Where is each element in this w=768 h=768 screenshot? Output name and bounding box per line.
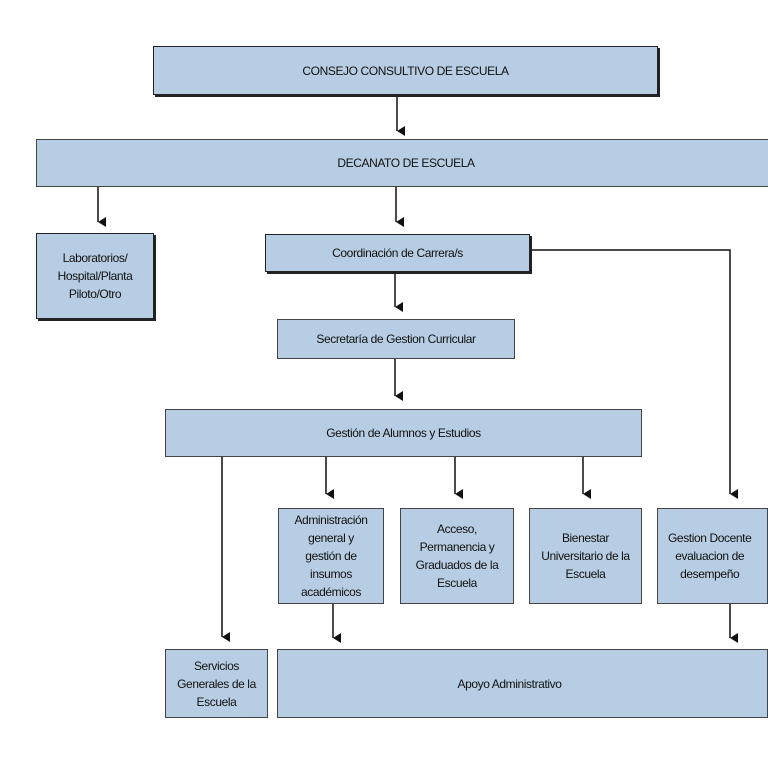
node-consejo: CONSEJO CONSULTIVO DE ESCUELA: [153, 46, 658, 95]
node-bienestar: Bienestar Universitario de la Escuela: [529, 508, 642, 604]
node-decanato: DECANATO DE ESCUELA: [36, 139, 768, 187]
node-apoyo: Apoyo Administrativo: [277, 649, 768, 718]
node-gestion-alumnos: Gestión de Alumnos y Estudios: [165, 409, 642, 457]
node-gestion-docente: Gestion Docente evaluacion de desempeño: [657, 508, 768, 604]
node-acceso: Acceso, Permanencia y Graduados de la Es…: [400, 508, 514, 604]
node-administracion: Administración general y gestión de insu…: [278, 508, 384, 604]
node-servicios: Servicios Generales de la Escuela: [165, 649, 268, 718]
node-coordinacion: Coordinación de Carrera/s: [265, 234, 530, 272]
edge-coordinacion-gestion-docente: [530, 249, 738, 499]
node-laboratorios: Laboratorios/ Hospital/Planta Piloto/Otr…: [36, 233, 154, 319]
node-secretaria: Secretaría de Gestion Curricular: [277, 319, 515, 359]
